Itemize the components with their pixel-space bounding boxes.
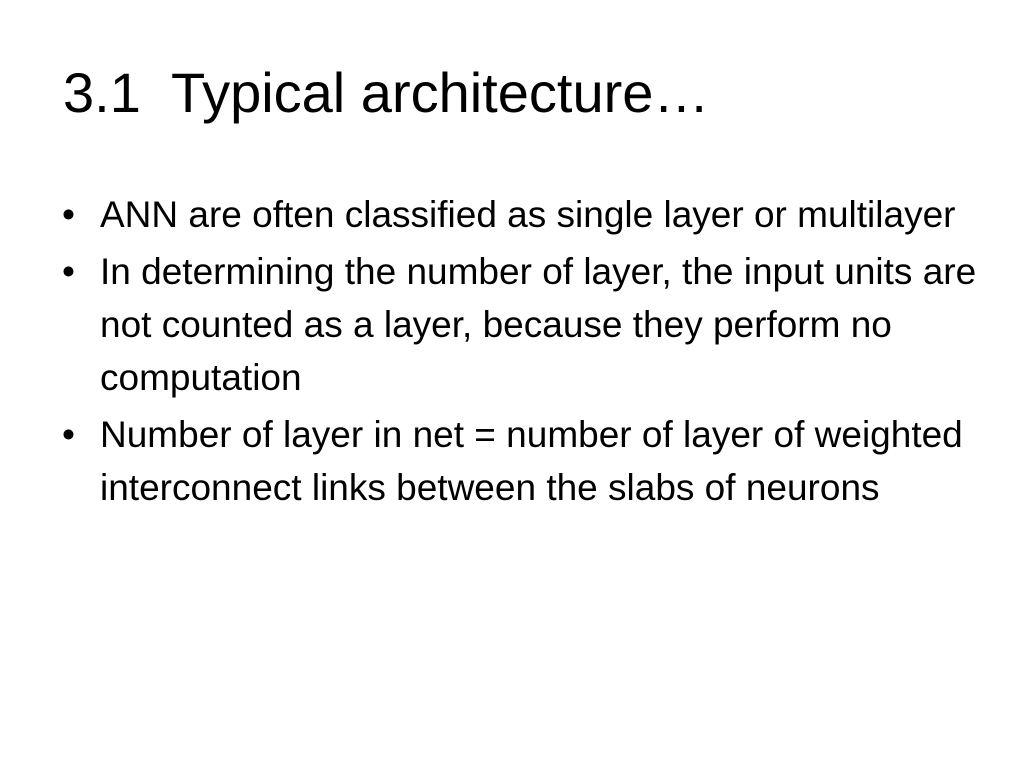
bullet-text: ANN are often classified as single layer… bbox=[100, 194, 956, 235]
bullet-text: Number of layer in net = number of layer… bbox=[100, 414, 963, 508]
slide-title: 3.1 Typical architecture… bbox=[63, 61, 710, 124]
bullet-list: • ANN are often classified as single lay… bbox=[58, 188, 978, 514]
bullet-text: In determining the number of layer, the … bbox=[100, 251, 977, 398]
bullet-icon: • bbox=[62, 194, 75, 235]
bullet-item: • ANN are often classified as single lay… bbox=[58, 188, 978, 241]
bullet-icon: • bbox=[62, 251, 75, 292]
bullet-icon: • bbox=[62, 414, 75, 455]
bullet-item: • In determining the number of layer, th… bbox=[58, 245, 978, 404]
bullet-item: • Number of layer in net = number of lay… bbox=[58, 408, 978, 514]
